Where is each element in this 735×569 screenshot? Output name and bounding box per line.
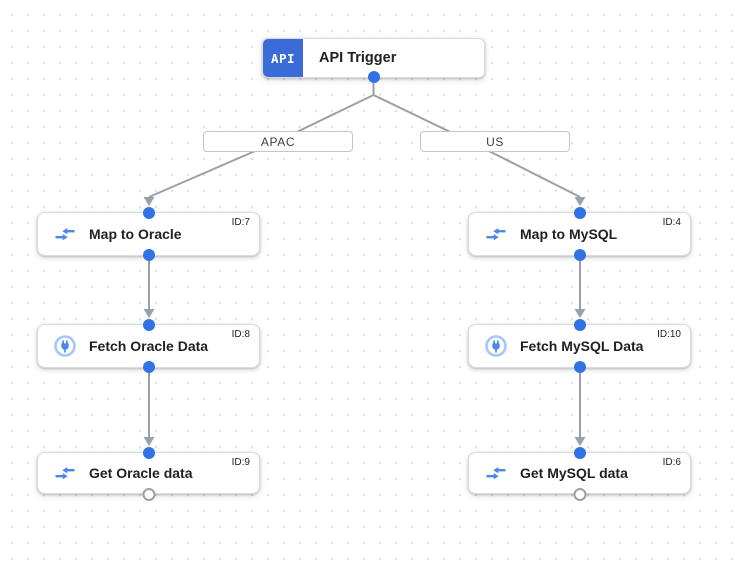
open-output-port[interactable]	[573, 488, 586, 501]
data-mapping-icon	[484, 222, 508, 246]
node-id-badge: ID:9	[231, 457, 250, 468]
input-port[interactable]	[573, 207, 586, 219]
edge-label-apac[interactable]: APAC	[203, 131, 353, 152]
connector-icon	[484, 334, 508, 358]
node-title: Fetch Oracle Data	[89, 338, 209, 354]
arrowhead	[143, 309, 155, 318]
trigger-title: API Trigger	[319, 50, 397, 66]
node-id-badge: ID:7	[231, 217, 250, 228]
input-port[interactable]	[573, 319, 586, 331]
node-get-oracle-data[interactable]: ID:9 Get Oracle data	[37, 447, 260, 501]
input-port[interactable]	[142, 447, 155, 459]
data-mapping-icon	[53, 461, 77, 485]
arrowhead	[574, 309, 586, 318]
data-mapping-icon	[53, 222, 77, 246]
data-mapping-icon	[484, 461, 508, 485]
input-port[interactable]	[573, 447, 586, 459]
node-id-badge: ID:6	[662, 457, 681, 468]
node-api-trigger[interactable]: API API Trigger	[262, 38, 485, 83]
output-port[interactable]	[142, 361, 155, 373]
node-id-badge: ID:8	[231, 329, 250, 340]
connector-icon	[53, 334, 77, 358]
node-title: Map to Oracle	[89, 226, 182, 242]
node-map-to-mysql[interactable]: ID:4 Map to MySQL	[468, 207, 691, 261]
edge-label-us[interactable]: US	[420, 131, 570, 152]
node-title: Fetch MySQL Data	[520, 338, 644, 354]
output-port[interactable]	[142, 249, 155, 261]
node-id-badge: ID:10	[657, 329, 681, 340]
open-output-port[interactable]	[142, 488, 155, 501]
arrowhead	[143, 197, 155, 206]
node-id-badge: ID:4	[662, 217, 681, 228]
node-fetch-mysql-data[interactable]: ID:10 Fetch MySQL Data	[468, 319, 691, 373]
input-port[interactable]	[142, 319, 155, 331]
node-get-mysql-data[interactable]: ID:6 Get MySQL data	[468, 447, 691, 501]
arrowhead	[574, 437, 586, 446]
arrowhead	[143, 437, 155, 446]
input-port[interactable]	[142, 207, 155, 219]
node-title: Get MySQL data	[520, 465, 628, 481]
output-port[interactable]	[573, 249, 586, 261]
node-fetch-oracle-data[interactable]: ID:8 Fetch Oracle Data	[37, 319, 260, 373]
node-title: Map to MySQL	[520, 226, 618, 242]
node-map-to-oracle[interactable]: ID:7 Map to Oracle	[37, 207, 260, 261]
trigger-output-port[interactable]	[367, 71, 380, 83]
output-port[interactable]	[573, 361, 586, 373]
api-trigger-icon: API	[263, 39, 303, 77]
node-title: Get Oracle data	[89, 465, 193, 481]
arrowhead	[574, 197, 586, 206]
